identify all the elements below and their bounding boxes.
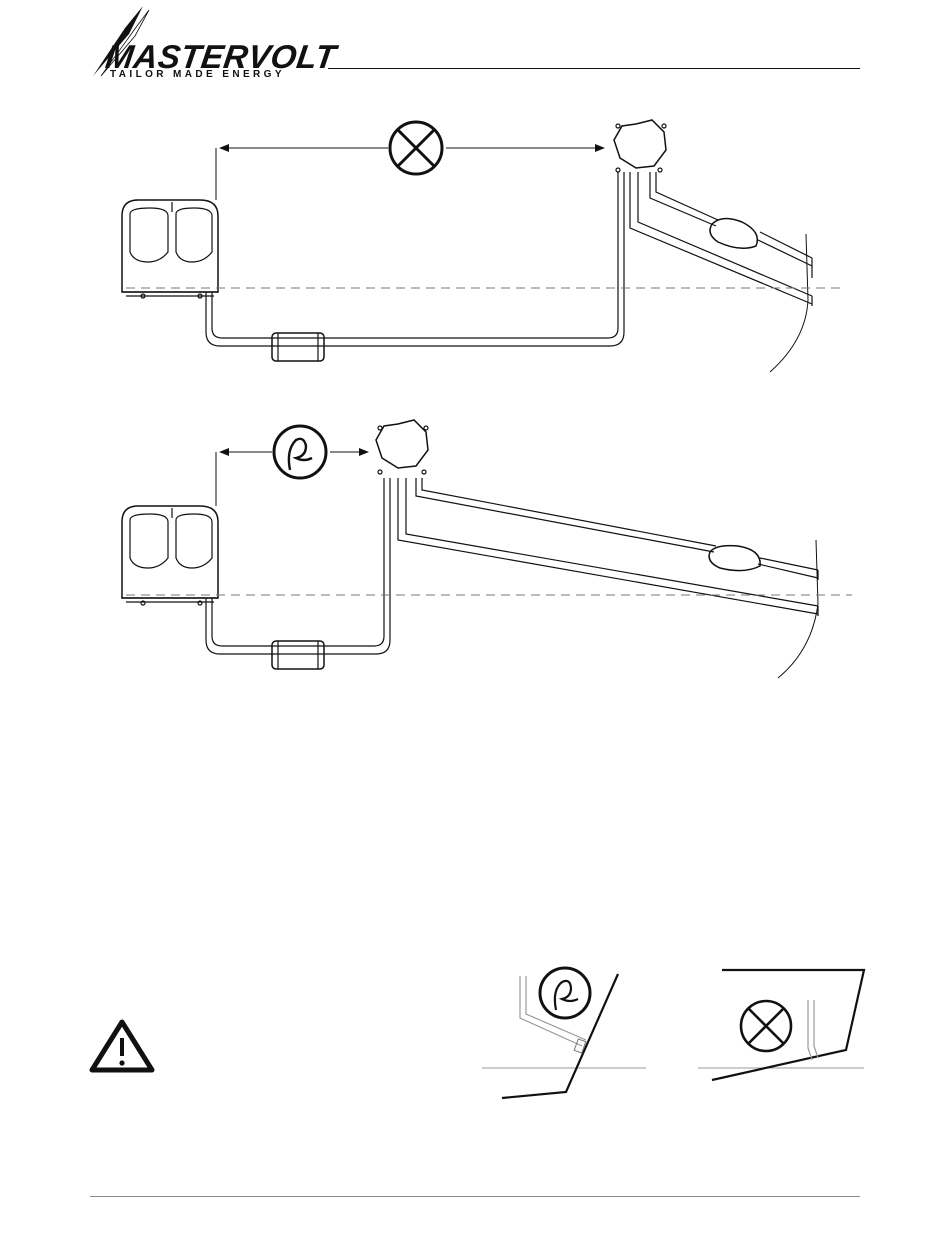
waterlock-top <box>614 120 666 172</box>
detail-bottom-right <box>698 970 864 1080</box>
detail-bottom-left <box>482 968 646 1098</box>
generator-unit-middle <box>122 506 218 605</box>
waterlock-middle <box>376 420 428 474</box>
crossed-circle-icon <box>741 1001 791 1051</box>
crossed-circle-icon <box>390 122 442 174</box>
warning-triangle-icon <box>92 1022 152 1070</box>
diagram-top <box>122 120 812 372</box>
ok-hand-icon <box>274 426 326 478</box>
generator-unit-top <box>122 200 218 298</box>
footer-rule <box>90 1196 860 1197</box>
ok-hand-icon <box>540 968 590 1018</box>
diagram-middle <box>122 420 818 678</box>
